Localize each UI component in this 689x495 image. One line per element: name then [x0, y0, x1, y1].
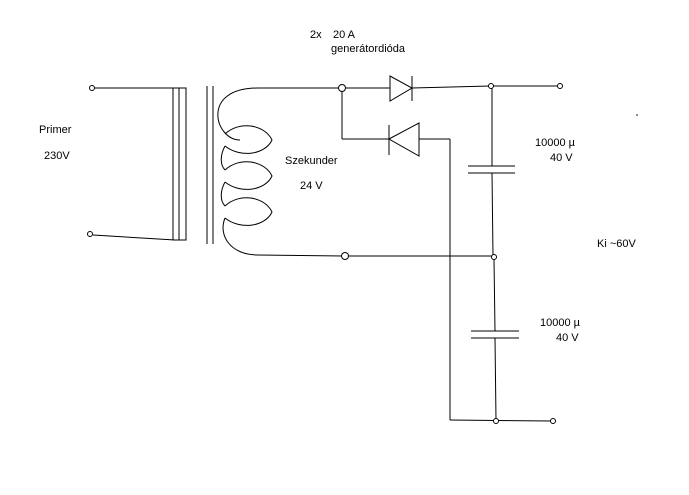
junction-top — [488, 83, 494, 89]
capacitor-1-value: 10000 µ — [535, 137, 575, 149]
capacitor-1-voltage: 40 V — [550, 152, 573, 164]
junction-middle — [491, 254, 497, 260]
output-voltage-label: Ki ~60V — [597, 238, 636, 250]
diode-type-label: generátordióda — [331, 43, 406, 55]
capacitor-2 — [471, 258, 519, 421]
secondary-winding — [217, 87, 344, 257]
primary-label: Primer — [39, 124, 72, 136]
diode-1 — [345, 75, 491, 102]
transformer-core — [206, 86, 214, 244]
secondary-terminal-top — [338, 84, 346, 92]
diode-rating-label: 20 A — [333, 29, 356, 41]
output-terminal-top — [557, 83, 563, 89]
diode-count-label: 2x — [310, 29, 322, 41]
primary-winding — [92, 87, 187, 241]
output-negative-rail — [449, 419, 553, 422]
diode-2 — [341, 91, 451, 420]
output-terminal-bottom — [550, 418, 556, 424]
secondary-label: Szekunder — [285, 155, 338, 167]
junction-bottom — [493, 418, 499, 424]
primary-terminal-bottom — [87, 231, 93, 237]
capacitor-1 — [468, 88, 515, 257]
capacitor-2-voltage: 40 V — [556, 332, 579, 344]
primary-voltage-label: 230V — [44, 150, 70, 162]
capacitor-2-value: 10000 µ — [540, 317, 580, 329]
primary-terminal-top — [89, 85, 95, 91]
stray-dot — [636, 114, 638, 116]
secondary-terminal-bottom — [341, 252, 349, 260]
secondary-voltage-label: 24 V — [300, 180, 323, 192]
